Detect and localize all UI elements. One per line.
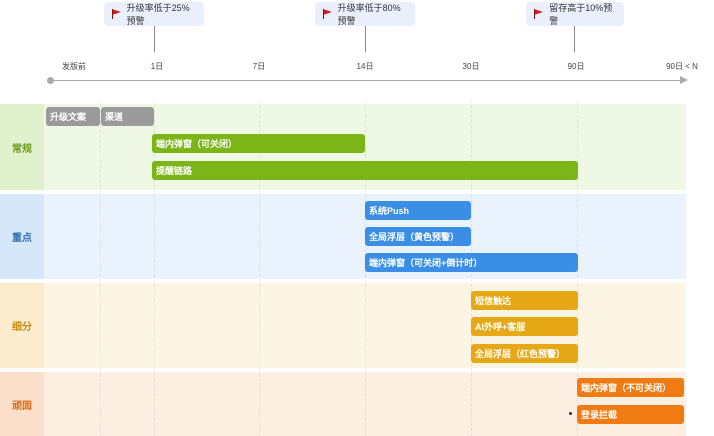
tick-label: 1日 xyxy=(150,62,164,71)
tier-label-regular: 常规 xyxy=(0,104,44,190)
bar-sms-reach: 短信触达 xyxy=(471,291,578,310)
bar-login-block: 登录拦截 xyxy=(577,405,684,424)
tick-label: 90日 < N xyxy=(666,62,698,71)
alert-connector xyxy=(365,26,366,52)
tick-label: 14日 xyxy=(356,62,374,71)
grid-line xyxy=(259,100,261,436)
alert-connector xyxy=(574,26,575,52)
bar-inapp-popup-non-closable: 端内弹窗（不可关闭） xyxy=(577,378,684,397)
bar-global-overlay-yellow: 全局浮层（黄色预警） xyxy=(365,227,471,246)
bar-global-overlay-red: 全局浮层（红色预警） xyxy=(471,344,578,363)
bar-channel: 渠道 xyxy=(101,107,154,126)
tier-band-stubborn xyxy=(0,372,686,436)
bar-system-push: 系统Push xyxy=(365,201,471,220)
tier-label-segment: 细分 xyxy=(0,283,44,368)
tick-label: 30日 xyxy=(462,62,480,71)
bar-upgrade-copy: 升级文案 xyxy=(46,107,100,126)
grid-line xyxy=(100,100,102,436)
alert-upgrade-25: 升级率低于25%预警 xyxy=(104,2,204,26)
bar-inapp-popup-closable: 端内弹窗（可关闭） xyxy=(152,134,365,153)
tier-band-segment xyxy=(0,283,686,368)
tick-label: 发版前 xyxy=(62,62,86,71)
tick-label: 7日 xyxy=(252,62,266,71)
grid-line xyxy=(154,100,156,436)
bar-ai-call-support: AI外呼+客服 xyxy=(471,317,578,336)
red-flag-icon xyxy=(323,9,332,19)
tier-label-stubborn: 顽固 xyxy=(0,372,44,436)
alert-retention-10: 留存高于10%预警 xyxy=(526,2,624,26)
tier-band-key xyxy=(0,194,686,279)
red-flag-icon xyxy=(534,9,544,19)
alert-text: 留存高于10%预警 xyxy=(549,3,613,26)
timeline-axis xyxy=(50,80,680,81)
tier-label-key: 重点 xyxy=(0,194,44,279)
bar-reminder-chain: 提醒链路 xyxy=(152,161,578,180)
alert-upgrade-80: 升级率低于80%预警 xyxy=(315,2,415,26)
bar-inapp-popup-countdown: 端内弹窗（可关闭+倒计时） xyxy=(365,253,578,272)
bullet-dot-icon xyxy=(569,412,572,415)
tick-label: 90日 xyxy=(567,62,585,71)
timeline-arrow-icon xyxy=(680,76,688,84)
alert-text: 升级率低于25%预警 xyxy=(126,3,190,26)
red-flag-icon xyxy=(112,9,121,19)
alert-text: 升级率低于80%预警 xyxy=(337,3,401,26)
alert-connector xyxy=(154,26,155,52)
